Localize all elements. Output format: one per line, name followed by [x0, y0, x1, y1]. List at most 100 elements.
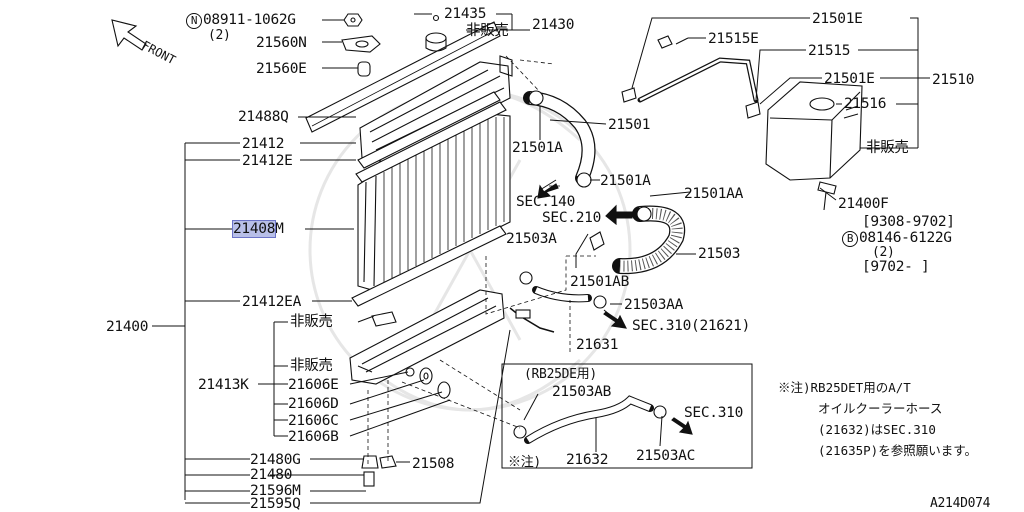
label-not-for-sale-2: 非販売 [290, 314, 333, 330]
label-21606E[interactable]: 21606E [288, 377, 339, 393]
label-21515[interactable]: 21515 [808, 43, 851, 59]
washer-21606C [437, 381, 451, 399]
bracket-21560N [341, 35, 381, 53]
label-21508[interactable]: 21508 [412, 456, 455, 472]
label-21413K[interactable]: 21413K [198, 377, 249, 393]
label-21501AA[interactable]: 21501AA [684, 186, 744, 202]
label-sec310-21621[interactable]: SEC.310(21621) [632, 318, 751, 334]
label-sec210[interactable]: SEC.210 [542, 210, 602, 226]
label-21412E[interactable]: 21412E [242, 153, 293, 169]
label-21408M[interactable]: 21408M [231, 220, 284, 238]
label-21430[interactable]: 21430 [532, 17, 575, 33]
label-21606C[interactable]: 21606C [288, 413, 339, 429]
label-21595Q[interactable]: 21595Q [250, 496, 301, 512]
label-note-mark: ※注) [508, 455, 541, 470]
label-21400F[interactable]: 21400F [838, 196, 889, 212]
label-21503A[interactable]: 21503A [506, 231, 557, 247]
label-21606D[interactable]: 21606D [288, 396, 339, 412]
label-21503AC[interactable]: 21503AC [636, 448, 696, 464]
label-sec140[interactable]: SEC.140 [516, 194, 576, 210]
label-21560E[interactable]: 21560E [256, 61, 307, 77]
label-not-for-sale-1: 非販売 [466, 23, 509, 39]
label-21501E-b[interactable]: 21501E [824, 71, 875, 87]
label-08146-date: [9702- ] [862, 259, 930, 275]
b-circle-icon: B [842, 231, 858, 247]
oil-cooler-hose [524, 395, 654, 444]
nut-icon [343, 13, 363, 27]
clamp-21503AC [653, 405, 667, 419]
n-circle-icon: N [186, 13, 202, 29]
clip-21515E [657, 35, 673, 49]
label-21400[interactable]: 21400 [106, 319, 149, 335]
bolt-21596M [363, 471, 375, 487]
note-line-2: オイルクーラーホース [818, 401, 943, 416]
reserve-tank [765, 81, 863, 181]
clamp-21501AB [589, 231, 605, 251]
front-arrow-icon [111, 19, 147, 51]
label-21503AB[interactable]: 21503AB [552, 384, 612, 400]
label-08146-qty: (2) [872, 245, 895, 260]
label-21560N[interactable]: 21560N [256, 35, 307, 51]
label-21503AA[interactable]: 21503AA [624, 297, 684, 313]
clamp-21503AB [513, 425, 527, 439]
label-21501[interactable]: 21501 [608, 117, 651, 133]
label-rb25de-title: (RB25DE用) [524, 367, 597, 382]
diagram-code: A214D074 [930, 496, 991, 511]
lower-tank [349, 289, 505, 385]
gasket-21412 [357, 91, 501, 169]
sec140-arrow-icon [537, 183, 559, 199]
label-21516[interactable]: 21516 [844, 96, 887, 112]
label-21488Q[interactable]: 21488Q [238, 109, 289, 125]
note-line-3: (21632)はSEC.310 [818, 422, 936, 437]
label-not-for-sale-4: 非販売 [866, 140, 909, 156]
label-08911-qty: (2) [208, 28, 231, 43]
reservoir-hose [637, 57, 759, 103]
label-21435[interactable]: 21435 [444, 6, 487, 22]
clip-21501E-b [745, 101, 761, 119]
label-21632[interactable]: 21632 [566, 452, 609, 468]
clamp-21501A-b [576, 172, 592, 188]
sec210-arrow-icon [605, 204, 633, 226]
label-21503[interactable]: 21503 [698, 246, 741, 262]
label-21510[interactable]: 21510 [932, 72, 975, 88]
drain-cock [371, 311, 397, 327]
label-21501A-b[interactable]: 21501A [600, 173, 651, 189]
clip-21501E-a [621, 87, 637, 103]
label-21631[interactable]: 21631 [576, 337, 619, 353]
label-21501AB[interactable]: 21501AB [570, 274, 630, 290]
rb25de-box [501, 363, 753, 469]
label-21412[interactable]: 21412 [242, 136, 285, 152]
mount-21508 [379, 455, 397, 469]
sec310b-arrow-icon [671, 417, 693, 435]
note-line-4: (21635P)を参照願います。 [818, 443, 977, 458]
fitting-21631 [515, 309, 531, 319]
gasket-21412EA [351, 225, 507, 307]
clamp-21503AA [593, 295, 607, 309]
label-21400F-date: [9308-9702] [862, 214, 955, 230]
seal-strip [305, 21, 501, 133]
bolt-21400F [817, 181, 837, 211]
washer-21606D [419, 367, 433, 385]
clamp-21501AA [636, 206, 652, 222]
mount-21480G [361, 455, 379, 469]
note-line-1: ※注)RB25DET用のA/T [778, 380, 911, 395]
label-21515E[interactable]: 21515E [708, 31, 759, 47]
label-21606B[interactable]: 21606B [288, 429, 339, 445]
label-sec310[interactable]: SEC.310 [684, 405, 744, 421]
label-21480G[interactable]: 21480G [250, 452, 301, 468]
label-21480[interactable]: 21480 [250, 467, 293, 483]
label-21596M[interactable]: 21596M [250, 483, 301, 499]
clamp-21503A [519, 271, 533, 285]
sec310-arrow-icon [603, 311, 627, 329]
gasket-21412E [355, 101, 507, 183]
label-21501E-a[interactable]: 21501E [812, 11, 863, 27]
clamp-21501A-a [528, 90, 544, 106]
radiator-cap-icon [425, 14, 447, 52]
label-21412EA[interactable]: 21412EA [242, 294, 302, 310]
label-21501A-a[interactable]: 21501A [512, 140, 563, 156]
label-not-for-sale-3: 非販売 [290, 358, 333, 374]
bushing-21560E [357, 61, 371, 77]
